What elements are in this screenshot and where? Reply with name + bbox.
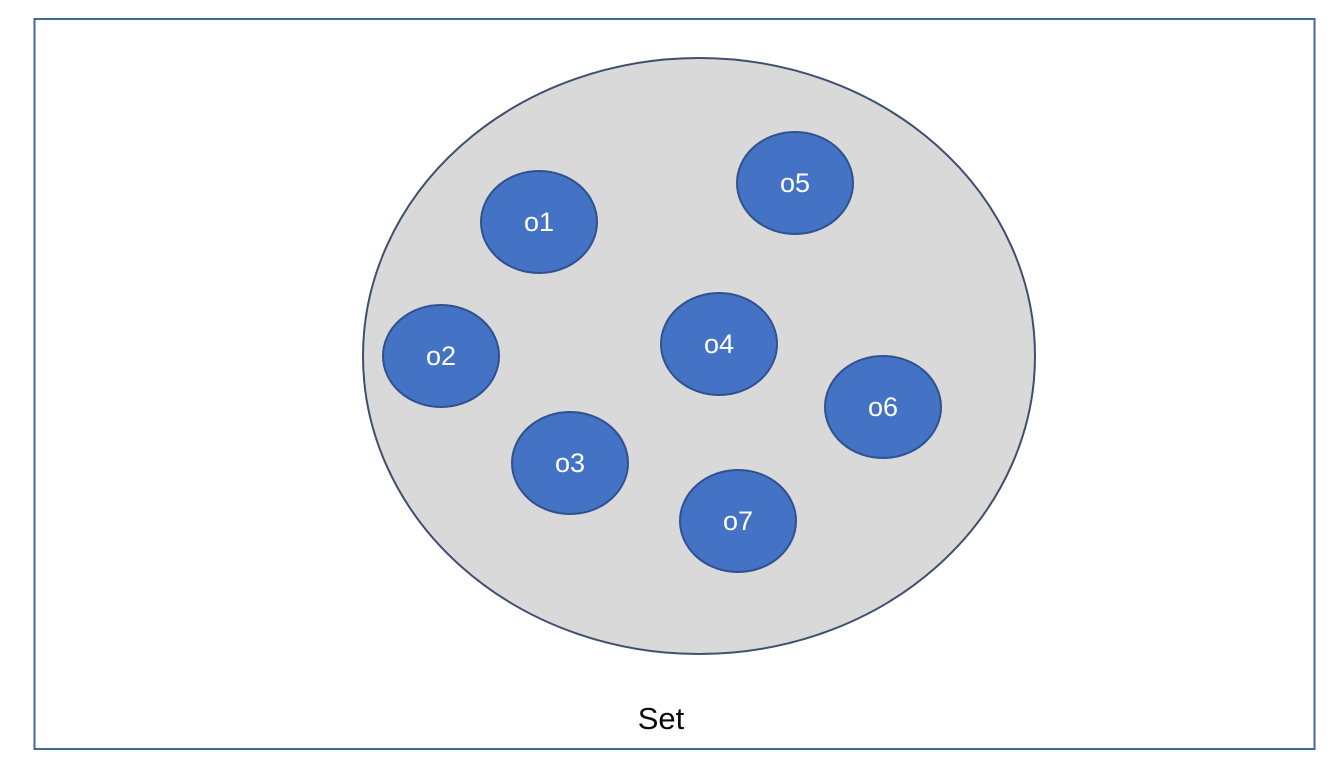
set-element-label-o7: o7 <box>723 506 753 536</box>
set-element-ellipse-o4 <box>660 292 778 396</box>
set-element-label-o2: o2 <box>426 341 456 371</box>
set-element-ellipse-o7 <box>679 469 797 573</box>
set-element-ellipse-o6 <box>824 355 942 459</box>
outer-frame <box>33 18 1316 750</box>
set-element-label-o1: o1 <box>524 207 554 237</box>
set-element-label-o5: o5 <box>780 168 810 198</box>
set-element-label-o4: o4 <box>704 329 734 359</box>
set-element-label-o6: o6 <box>868 392 898 422</box>
set-element-ellipse-o3 <box>511 411 629 515</box>
set-element-ellipse-o2 <box>382 304 500 408</box>
set-element-label-o3: o3 <box>555 448 585 478</box>
set-element-ellipse-o1 <box>480 170 598 274</box>
set-element-ellipse-o5 <box>736 131 854 235</box>
set-elements-group: o1 o2 o3 o4 o5 o6 o7 <box>382 131 942 573</box>
set-label: Set <box>638 701 685 736</box>
